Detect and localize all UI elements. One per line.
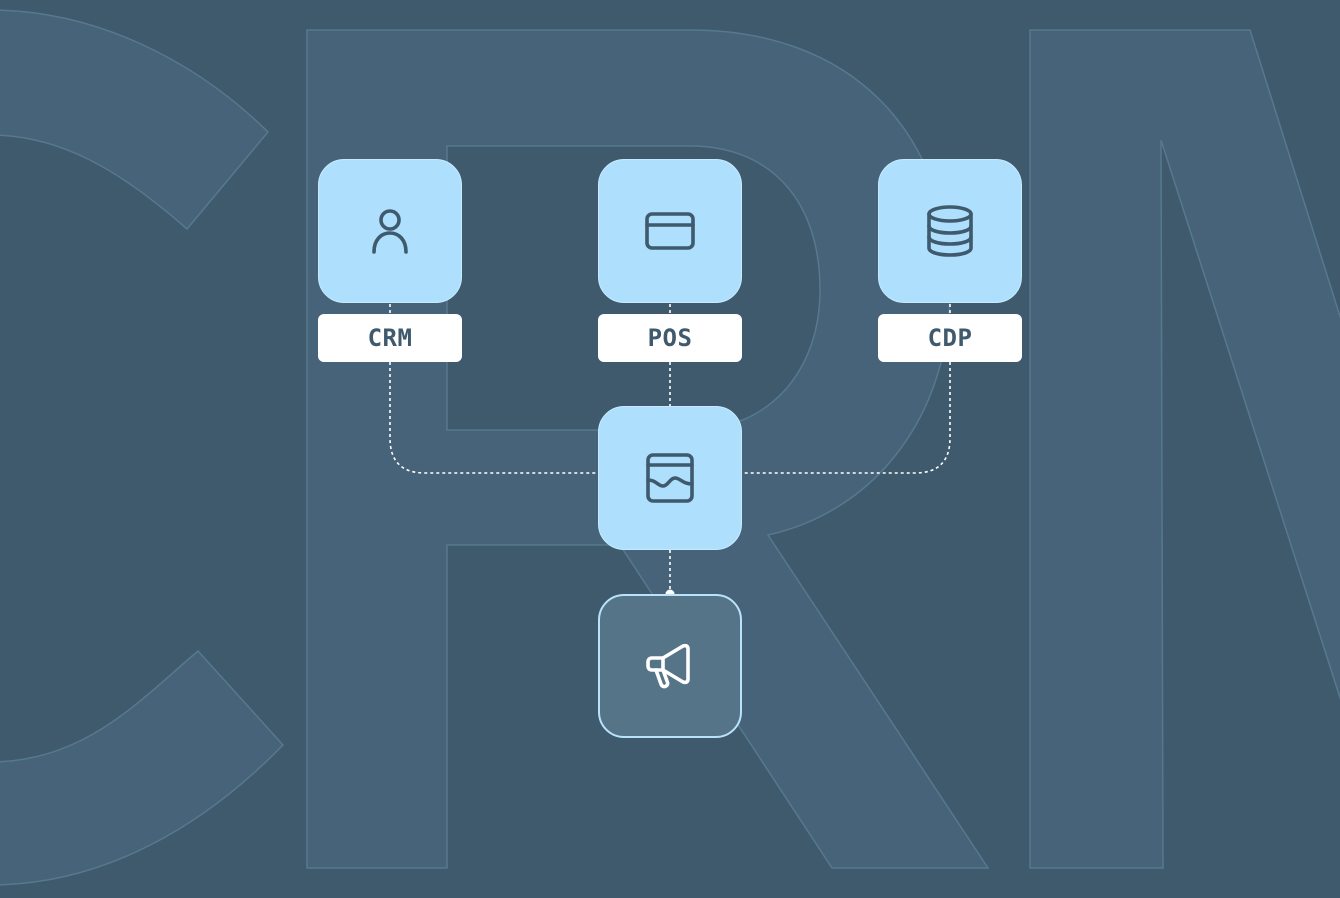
- watermark-letter-c-bottom: [0, 649, 285, 886]
- pos-tile: [598, 159, 742, 303]
- output-tile: [598, 594, 742, 738]
- crm-tile: [318, 159, 462, 303]
- megaphone-icon: [646, 643, 690, 689]
- credit-card-icon: [645, 212, 695, 250]
- pos-label: POS: [598, 314, 742, 362]
- watermark-letter-m: [1029, 29, 1340, 869]
- inbox-icon: [646, 453, 694, 503]
- user-icon: [372, 209, 408, 254]
- crm-label: CRM: [318, 314, 462, 362]
- hub-tile: [598, 406, 742, 550]
- connector-cdp-hub: [742, 362, 951, 474]
- connector-crm-hub: [389, 362, 598, 474]
- cdp-label: CDP: [878, 314, 1022, 362]
- cdp-tile: [878, 159, 1022, 303]
- database-icon: [927, 205, 973, 257]
- watermark-letter-c: [0, 9, 270, 231]
